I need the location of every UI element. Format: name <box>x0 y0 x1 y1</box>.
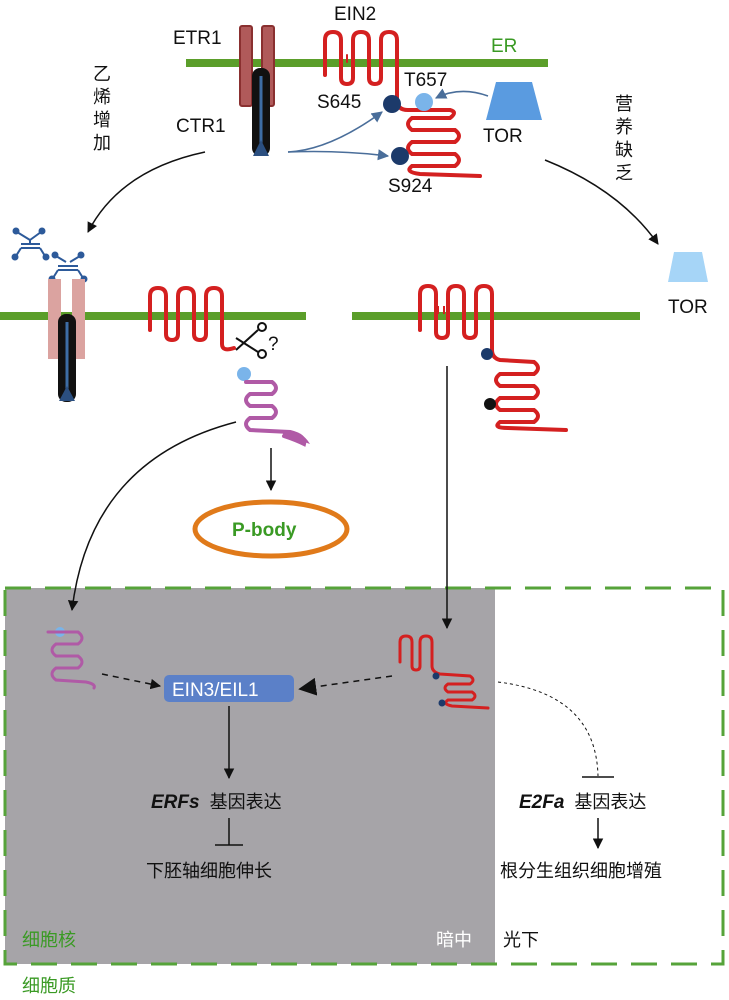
nutrient-deficiency-arrow <box>544 159 659 245</box>
ein2c-tail <box>282 430 310 444</box>
ein2c-to-nucleus-arrow <box>67 421 237 612</box>
svg-text:乙: 乙 <box>93 64 111 85</box>
ein2c-phospho-dot <box>237 367 251 381</box>
etr1-label: ETR1 <box>173 28 222 49</box>
light-label: 光下 <box>503 930 539 951</box>
ethylene-molecule-icon <box>11 227 50 261</box>
ethylene-increase-arrow <box>87 151 206 233</box>
e2fa-expression-label: E2Fa 基因表达 <box>519 792 646 813</box>
erfs-expression-label: ERFs 基因表达 <box>151 792 282 813</box>
svg-text:加: 加 <box>93 133 111 154</box>
s924-phospho-dot <box>391 147 409 165</box>
svg-text:乏: 乏 <box>615 163 633 184</box>
ctr1-kinase-icon-left <box>58 314 76 402</box>
cytoplasm-label: 细胞质 <box>22 976 76 997</box>
cleavage-question-label: ? <box>268 334 279 355</box>
s645-label: S645 <box>317 92 361 113</box>
nuc-ein2c-purple-icon <box>46 630 96 690</box>
ethylene-increase-label: 乙 烯 增 加 <box>93 64 111 154</box>
nucleus-label: 细胞核 <box>22 930 76 951</box>
ein2c-purple-icon <box>244 380 307 447</box>
ein2-nterm-left-icon <box>148 285 236 352</box>
purple-to-ein3-arrow <box>101 673 162 690</box>
nuc-ein2-red-icon <box>398 634 490 710</box>
t657-label: T657 <box>404 70 447 91</box>
svg-text:养: 养 <box>615 117 633 138</box>
ein2-protein-icon <box>323 29 482 178</box>
ethylene-molecule-icon-2 <box>48 251 88 283</box>
er-label: ER <box>491 36 517 57</box>
hypocotyl-elongation-label: 下胚轴细胞伸长 <box>146 861 272 882</box>
ctr1-to-s924-arrow <box>287 149 390 161</box>
ctr1-label: CTR1 <box>176 116 226 137</box>
red-to-e2fa-dotted-line <box>497 681 599 777</box>
ein2-right-phospho-dot <box>481 348 493 360</box>
erfs-inhibition-mark <box>215 818 243 846</box>
nuc-red-dot-1 <box>432 672 440 680</box>
scissors-icon <box>235 322 267 359</box>
svg-text:缺: 缺 <box>615 140 633 161</box>
nucleus-dashed-border <box>3 586 725 966</box>
ein2-right-black-dot <box>484 398 496 410</box>
t657-phospho-dot <box>415 93 433 111</box>
s645-phospho-dot <box>383 95 401 113</box>
ein2-right-icon <box>418 283 568 432</box>
tor-label-top: TOR <box>483 126 523 147</box>
tor-free-icon <box>668 252 708 282</box>
tor-label-free: TOR <box>668 297 708 318</box>
ein2-right-marks <box>437 306 445 314</box>
p-body-label: P-body <box>232 520 297 541</box>
svg-text:营: 营 <box>615 94 633 115</box>
ein3-eil1-box <box>164 675 294 702</box>
nuc-red-dot-2 <box>438 699 446 707</box>
ein3-eil1-label: EIN3/EIL1 <box>172 680 259 701</box>
p-body-ellipse <box>192 499 350 559</box>
red-to-ein3-arrow <box>298 675 393 696</box>
dark-label: 暗中 <box>436 930 472 951</box>
svg-text:烯: 烯 <box>93 87 111 108</box>
svg-text:增: 增 <box>93 110 111 131</box>
tor-to-t657-arrow <box>434 88 489 99</box>
root-meristem-proliferation-label: 根分生组织细胞增殖 <box>500 860 662 882</box>
ctr1-kinase-icon <box>252 68 270 156</box>
nutrient-deficiency-label: 营 养 缺 乏 <box>615 94 633 184</box>
ctr1-to-s645-arrow <box>287 111 383 153</box>
tor-kinase-icon <box>486 82 542 120</box>
s924-label: S924 <box>388 176 433 197</box>
ein2-label: EIN2 <box>334 4 376 25</box>
